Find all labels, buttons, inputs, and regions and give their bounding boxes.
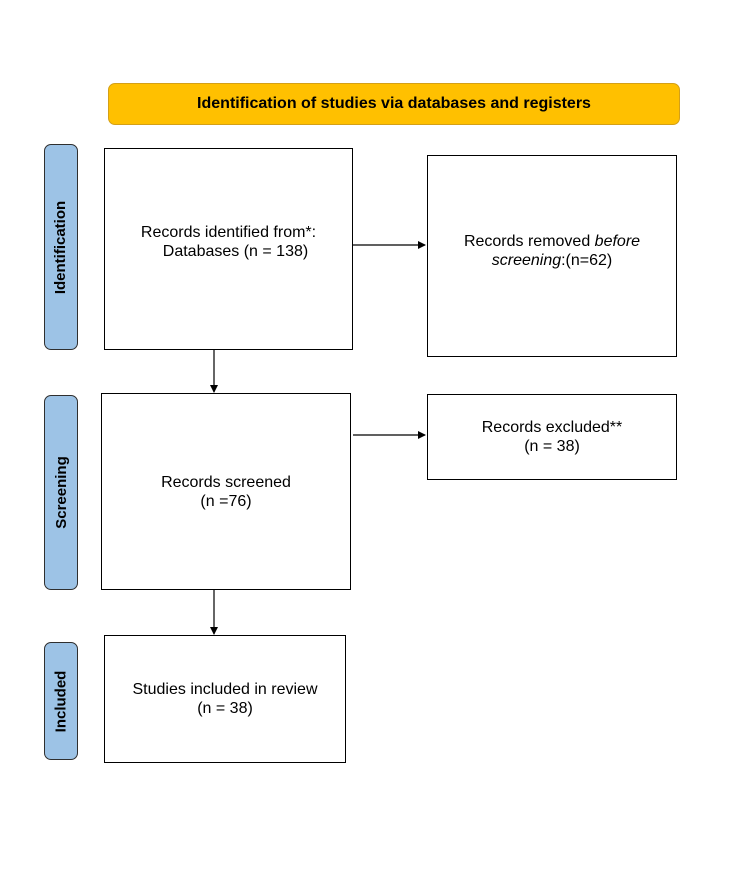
stage-tab-identification: Identification: [44, 144, 78, 350]
records-removed-line1: Records removed before: [464, 232, 640, 251]
stage-tab-included: Included: [44, 642, 78, 760]
studies-included-box: Studies included in review (n = 38): [104, 635, 346, 763]
records-screened-line2: (n =76): [200, 492, 252, 510]
header-banner: Identification of studies via databases …: [108, 83, 680, 125]
records-identified-line2: Databases (n = 138): [162, 243, 309, 260]
records-excluded-line2: (n = 38): [524, 438, 580, 455]
records-screened-line1: Records screened: [161, 473, 291, 491]
records-removed-before: before: [594, 233, 641, 250]
records-screened-box: Records screened (n =76): [101, 393, 351, 590]
records-removed-prefix: Records removed: [463, 233, 595, 250]
studies-included-line1: Studies included in review: [132, 681, 318, 698]
records-removed-box: Records removed before screening:(n=62): [427, 155, 677, 357]
records-identified-box: Records identified from*: Databases (n =…: [104, 148, 353, 350]
records-excluded-line1: Records excluded**: [481, 419, 623, 436]
records-identified-line1: Records identified from*:: [140, 224, 317, 241]
records-excluded-box: Records excluded** (n = 38): [427, 394, 677, 480]
records-removed-count: :(n=62): [561, 252, 613, 269]
header-title: Identification of studies via databases …: [197, 95, 591, 112]
records-removed-screening: screening: [491, 252, 562, 269]
stage-tab-screening: Screening: [44, 395, 78, 590]
records-removed-line2: screening:(n=62): [492, 251, 613, 270]
studies-included-line2: (n = 38): [197, 700, 253, 717]
